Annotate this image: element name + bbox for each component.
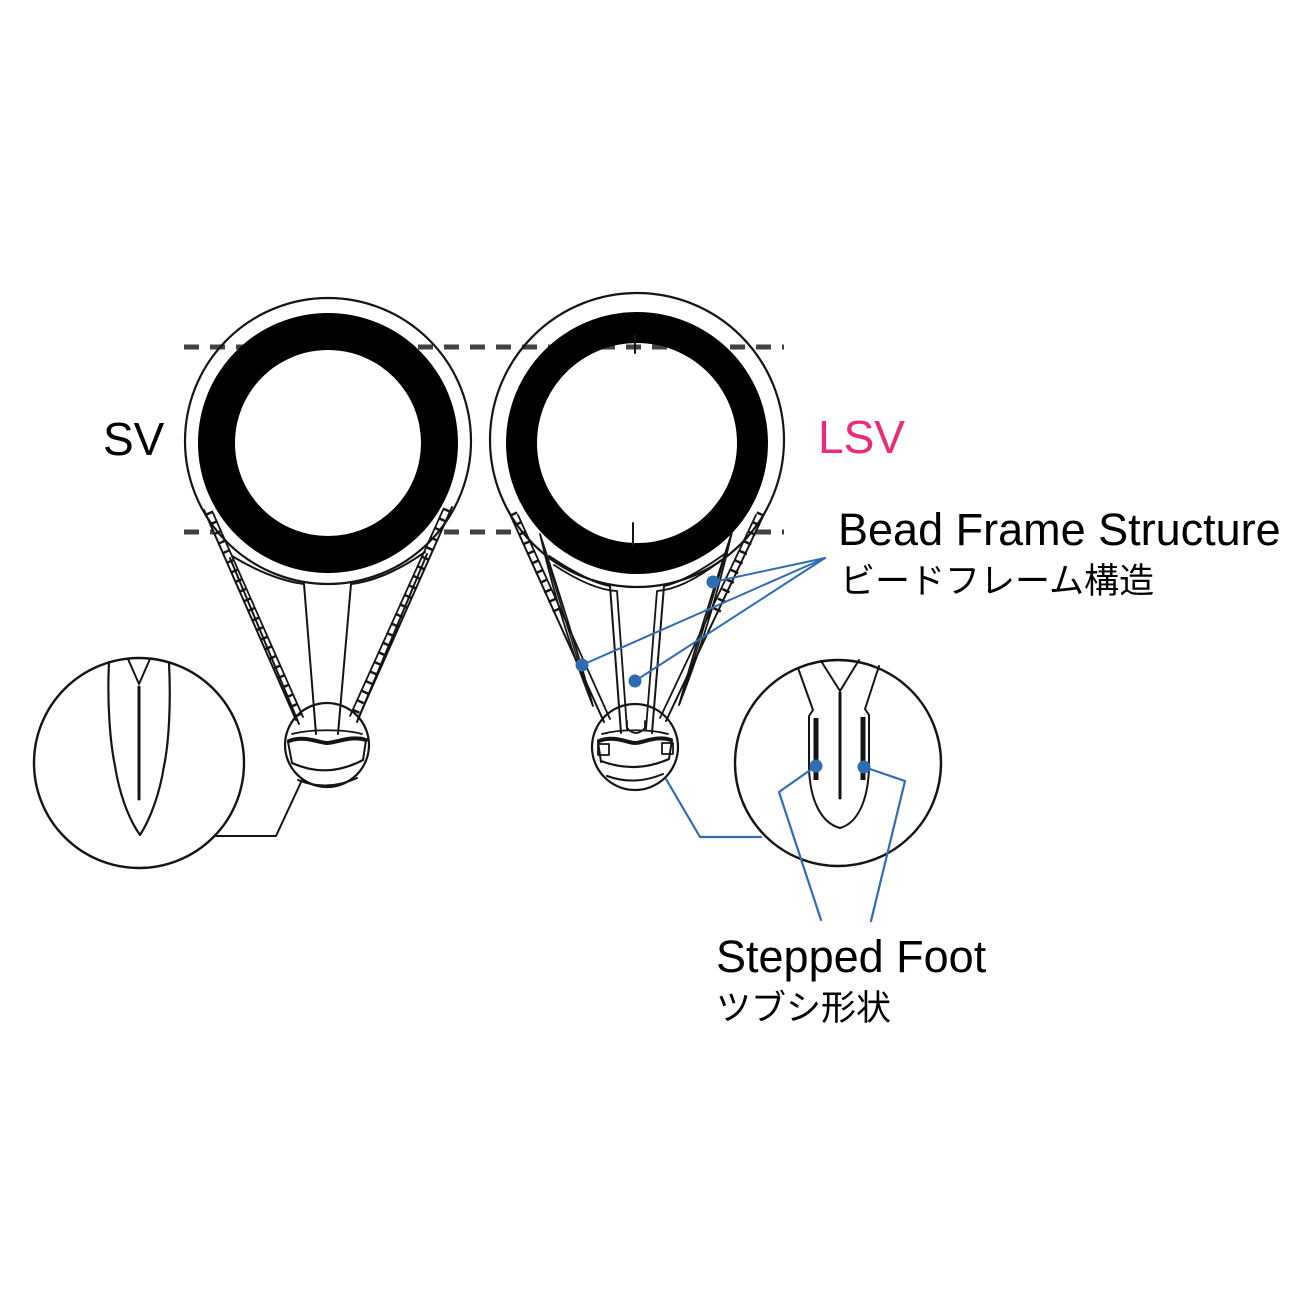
lsv-right-hatch (710, 511, 765, 619)
leader-dot (809, 759, 823, 773)
stepped-foot-leader (862, 765, 907, 923)
lsv-foot-profile (797, 667, 841, 829)
lsv-foot-line (599, 757, 671, 769)
stem-u-joint (626, 720, 646, 734)
lsv-foot-line (601, 729, 669, 735)
frame-line (231, 555, 305, 585)
lsv-foot-line (668, 739, 673, 760)
lsv-foot-detail-circle (733, 658, 943, 923)
ring-aperture-dashed-lines (184, 344, 784, 535)
leader-dot (706, 575, 720, 589)
sv-foot-line (287, 741, 293, 764)
frame-line (665, 511, 766, 722)
sv-foot-detail-circle (32, 656, 246, 870)
lsv-foot-line (606, 773, 664, 782)
frame-line (356, 553, 428, 723)
frame-line (651, 552, 727, 734)
leader-line (581, 557, 826, 666)
bead-frame-title-ja: ビードフレーム構造 (840, 562, 1154, 601)
sv-foot-notch (127, 658, 151, 685)
frame-line (659, 514, 757, 719)
sv-foot-line (290, 758, 365, 772)
lsv-aperture-ticks (632, 334, 636, 547)
sv-foot-line (287, 736, 368, 745)
lsv-left-hatch (509, 511, 564, 620)
frame-line (350, 551, 426, 585)
leader-line (634, 557, 826, 682)
lsv-head-outline (488, 291, 786, 589)
bead-channel-line (680, 537, 731, 701)
frame-line (303, 583, 317, 735)
lsv-guide (488, 291, 786, 792)
bead-channel (678, 531, 733, 706)
stepped-foot-step (597, 743, 610, 756)
lsv-foot-circle (590, 702, 680, 792)
sv-guide (183, 296, 473, 789)
frame-line (553, 564, 628, 730)
lsv-foot-line (597, 741, 602, 763)
bead-frame-title: Bead Frame Structure (838, 504, 1281, 555)
frame-line (203, 509, 297, 721)
bead-channel-line (541, 540, 592, 702)
stepped-foot-step (661, 742, 674, 755)
stepped-foot-title-ja: ツブシ形状 (716, 989, 891, 1028)
sv-head-outline (183, 296, 473, 586)
stepped-foot-title: Stepped Foot (716, 931, 987, 982)
sv-foot-profile (107, 660, 171, 837)
sv-right-hatch (349, 507, 451, 719)
lsv-foot-notch (820, 659, 860, 692)
sv-leg-body (205, 507, 452, 727)
frame-line (212, 512, 304, 718)
sv-detail-connector (215, 779, 303, 837)
frame-line (337, 583, 352, 735)
lsv-leg-body (509, 512, 765, 725)
sv-foot-line (362, 739, 367, 761)
leader-dot (628, 674, 642, 688)
bead-frame-leader-lines (575, 557, 826, 688)
leader-dot (575, 658, 589, 672)
bead-channel (539, 533, 594, 707)
stepped-foot-leader (777, 764, 823, 922)
sv-foot-line (297, 777, 358, 787)
lsv-detail-outline (733, 658, 943, 868)
leader-dot (857, 760, 871, 774)
frame-line (645, 560, 721, 730)
frame-line (548, 555, 622, 734)
lsv-detail-connector (664, 777, 763, 839)
lsv-label: LSV (818, 411, 905, 463)
sv-label: SV (103, 413, 165, 465)
lsv-foot-profile (839, 665, 880, 829)
leader-line (712, 557, 826, 583)
frame-line (229, 557, 300, 725)
sv-foot-line (291, 729, 363, 735)
lsv-foot-line (597, 736, 673, 745)
